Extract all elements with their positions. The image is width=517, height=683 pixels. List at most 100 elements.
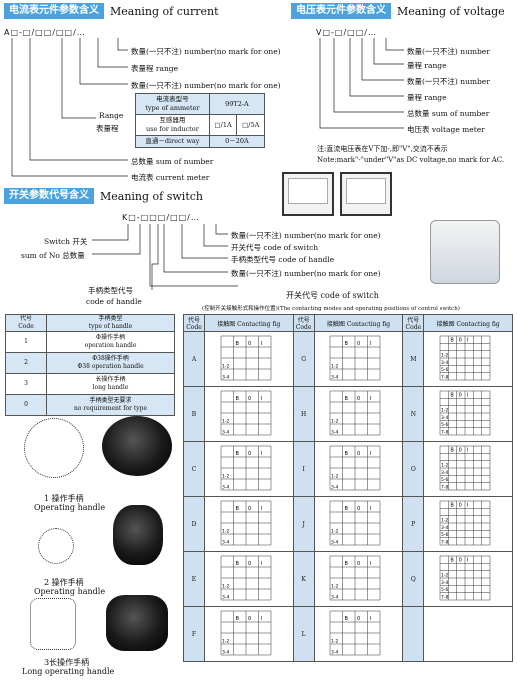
grid-label: 0 xyxy=(357,396,360,402)
grid-row-label: 5-6 xyxy=(441,532,448,538)
grid-label: 0 xyxy=(248,616,251,622)
grid-label: 0 xyxy=(357,451,360,457)
grid-label: 0 xyxy=(459,392,462,398)
range-5a: □/5A xyxy=(236,114,265,136)
fig-header-3: 接触图 Contacting fig xyxy=(423,314,513,332)
grid-row-label: 5-6 xyxy=(441,422,448,428)
grid-label: I xyxy=(370,396,371,402)
voltage-header-cn: 电压表元件参数含义 xyxy=(291,3,391,19)
switch-header-en: Meaning of switch xyxy=(100,189,203,203)
grid-row-label: 1-2 xyxy=(331,364,338,370)
handle-type-header-en: type of handle xyxy=(88,323,133,330)
grid-row-label: 1-2 xyxy=(441,408,448,414)
grid-label: 0 xyxy=(248,451,251,457)
grid-label: B xyxy=(235,616,239,622)
grid-row-label: 1-2 xyxy=(222,529,229,535)
grid-label: B xyxy=(235,396,239,402)
grid-row-label: 3-4 xyxy=(222,375,229,381)
grid-row-label: 3-4 xyxy=(441,580,448,586)
handle-3-cn: 3长操作手柄 xyxy=(44,658,90,667)
switch-label-2: 开关代号 code of switch xyxy=(231,243,319,252)
grid-label: B xyxy=(345,451,349,457)
direct-way: 直通－direct way xyxy=(135,135,210,148)
voltage-label-1: 数量(一只不注) number xyxy=(407,47,490,56)
grid-label: I xyxy=(467,557,468,563)
grid-label: B xyxy=(345,341,349,347)
handle-type-header-cn: 手柄类型 xyxy=(98,315,123,322)
grid-label: 0 xyxy=(248,506,251,512)
direct-range: 0－20A xyxy=(208,135,266,148)
voltage-label-4: 量程 range xyxy=(407,93,447,102)
switch-label-4: 数量(一只不注) number(no mark for one) xyxy=(231,269,381,278)
grid-label: B xyxy=(450,337,454,343)
grid-label: I xyxy=(467,447,468,453)
grid-row-label: 1-2 xyxy=(331,584,338,590)
grid-label: B xyxy=(235,341,239,347)
voltage-note-en: Note:mark"-"under"V"as DC voltage,no mar… xyxy=(317,156,505,164)
voltage-header: 电压表元件参数含义 Meaning of voltage xyxy=(291,3,505,19)
voltage-label-3: 数量(一只不注) number xyxy=(407,77,490,86)
handle-2-en: Operating handle xyxy=(34,587,106,596)
grid-label: 0 xyxy=(357,506,360,512)
grid-row-label: 3-4 xyxy=(331,650,338,656)
grid-row-label: 1-2 xyxy=(222,419,229,425)
grid-label: I xyxy=(370,506,371,512)
grid-row-label: 1-2 xyxy=(222,474,229,480)
grid-row-label: 3-4 xyxy=(331,430,338,436)
grid-label: B xyxy=(235,451,239,457)
handle-2-cn: 2 操作手柄 xyxy=(44,578,84,587)
grid-label: 0 xyxy=(459,447,462,453)
switch-code-note: (控制开关接触形式和操作位置)(The contacting modes and… xyxy=(202,306,460,312)
grid-label: B xyxy=(345,561,349,567)
type-of-ammeter-en: type of ammeter xyxy=(145,104,200,112)
grid-label: 0 xyxy=(357,616,360,622)
fig-header-2: 接触图 Contacting fig xyxy=(313,314,404,332)
current-label-4: 总数量 sum of number xyxy=(131,157,214,166)
grid-label: I xyxy=(370,451,371,457)
handle-code-cn: 手柄类型代号 xyxy=(88,286,133,295)
grid-row-label: 7-8 xyxy=(441,540,448,546)
inductor-en: use for inductor xyxy=(146,125,199,133)
panel-meter-image xyxy=(282,172,334,216)
grid-row-label: 1-2 xyxy=(222,364,229,370)
handle-2-diagram xyxy=(38,528,74,564)
grid-label: I xyxy=(467,392,468,398)
fig-header-1: 接触图 Contacting fig xyxy=(204,314,294,332)
voltage-header-en: Meaning of voltage xyxy=(397,4,505,18)
grid-row-label: 1-2 xyxy=(331,419,338,425)
current-header-en: Meaning of current xyxy=(110,4,219,18)
grid-label: 0 xyxy=(248,341,251,347)
voltage-label-6: 电压表 voltage meter xyxy=(407,125,485,134)
switch-label-3: 手柄类型代号 code of handle xyxy=(231,255,335,264)
current-leader-lines xyxy=(11,38,128,177)
code-header-cn: 代号 xyxy=(19,315,32,322)
range-label-cn: 表量程 xyxy=(96,124,119,133)
grid-row-label: 7-8 xyxy=(441,430,448,436)
panel-meter-image-2 xyxy=(340,172,392,216)
grid-label: I xyxy=(260,451,261,457)
grid-row-label: 7-8 xyxy=(441,485,448,491)
grid-row-label: 3-4 xyxy=(331,485,338,491)
grid-label: I xyxy=(260,506,261,512)
